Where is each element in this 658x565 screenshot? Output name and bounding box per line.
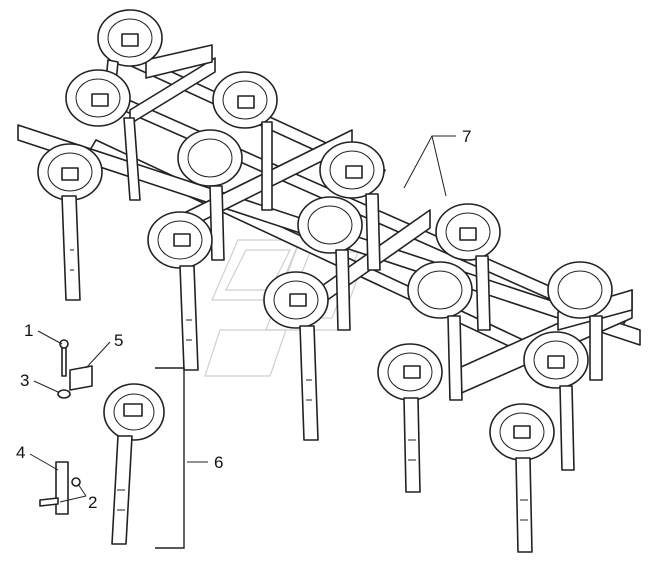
callout-7: 7 (462, 127, 471, 146)
bracket-part-5 (69, 365, 93, 391)
tine-e1 (377, 343, 443, 493)
leader-lines (29, 135, 456, 503)
tine-c1 (147, 211, 213, 371)
tine-b2 (177, 129, 243, 261)
washer-part-3 (57, 389, 71, 399)
tine-c4 (547, 261, 613, 381)
exploded-tine (103, 383, 165, 545)
clamp-brackets (61, 33, 565, 439)
callout-3: 3 (20, 371, 29, 390)
callout-4: 4 (16, 443, 25, 462)
exploded-hardware (39, 339, 93, 515)
callout-1: 1 (24, 321, 33, 340)
callout-2: 2 (88, 493, 97, 512)
callout-5: 5 (114, 331, 123, 350)
tine-d2 (407, 261, 473, 401)
callout-6: 6 (214, 453, 223, 472)
group-6-bracket (155, 367, 185, 549)
bolt-part-2a (39, 497, 59, 507)
tine-c2 (297, 196, 363, 331)
